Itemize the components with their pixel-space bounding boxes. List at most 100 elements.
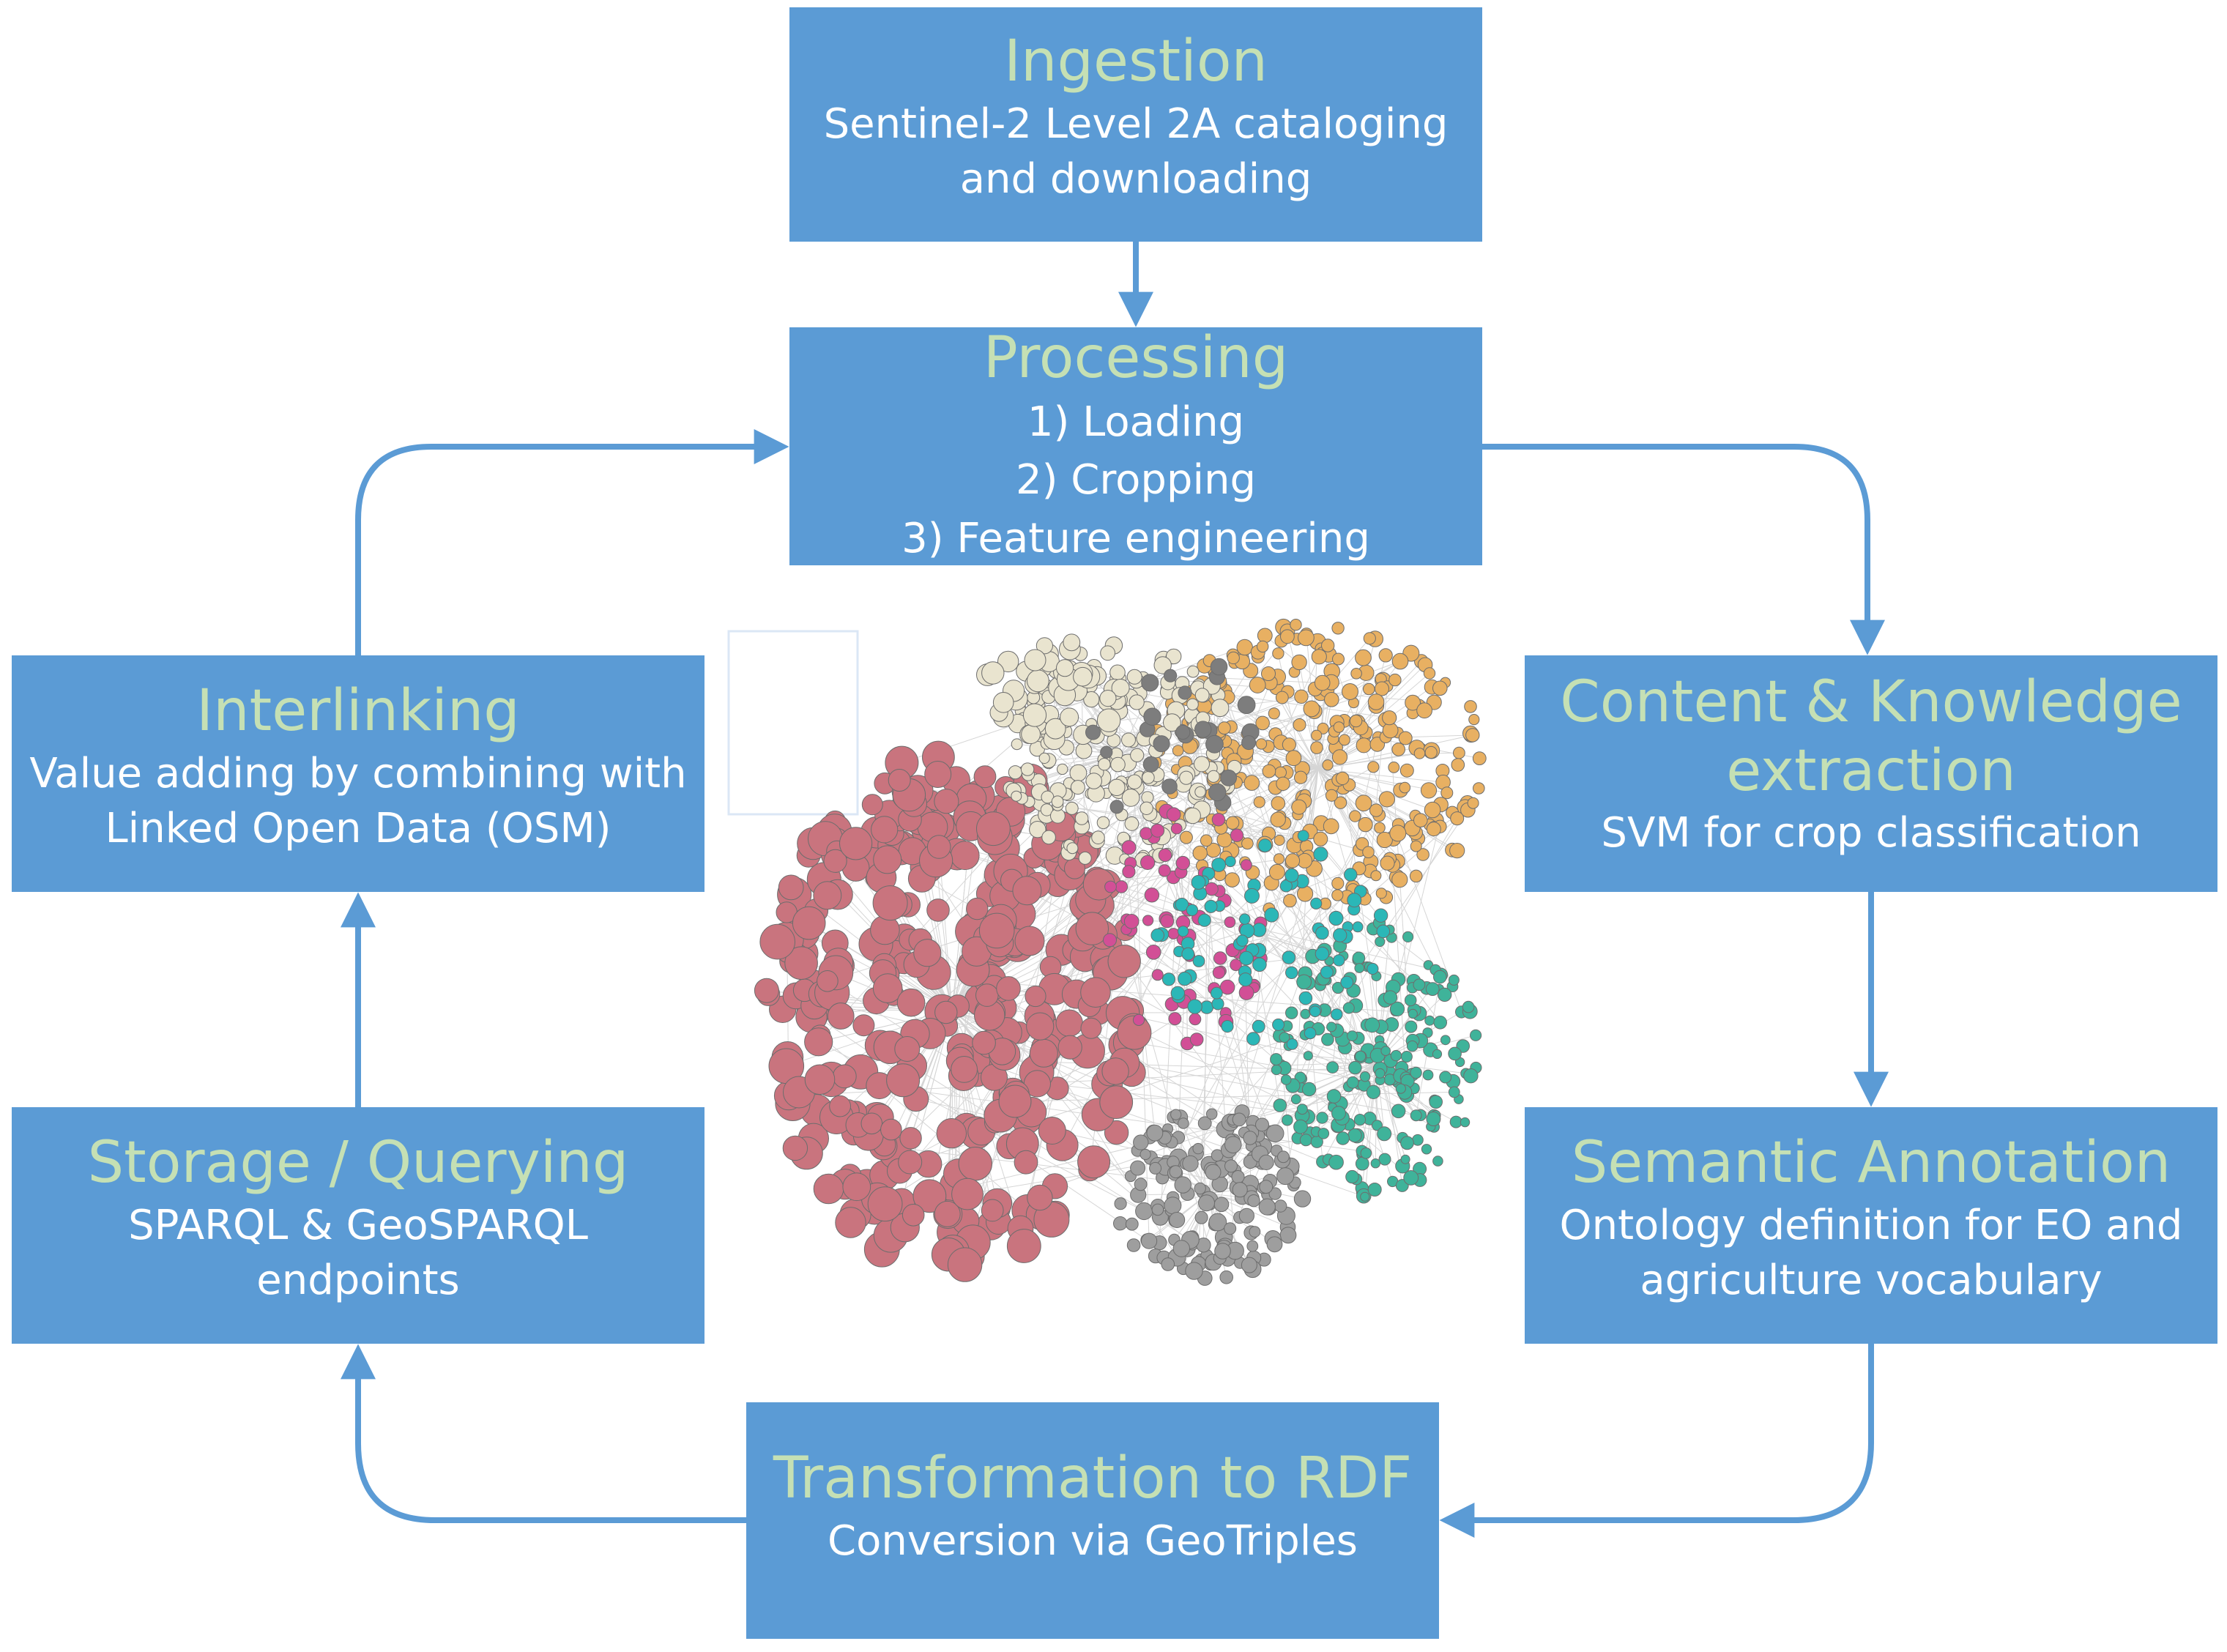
graph-node xyxy=(1208,783,1227,802)
graph-node xyxy=(936,1118,967,1149)
graph-node xyxy=(1078,851,1092,865)
graph-node xyxy=(1274,766,1287,779)
graph-node xyxy=(1066,842,1079,855)
graph-node xyxy=(1352,951,1366,965)
graph-node xyxy=(924,761,952,788)
graph-node xyxy=(1395,1083,1406,1094)
graph-node xyxy=(782,1135,808,1161)
graph-node xyxy=(1189,1032,1204,1046)
graph-node xyxy=(1142,915,1154,926)
graph-node xyxy=(1348,1060,1362,1075)
graph-node xyxy=(1075,742,1093,759)
graph-node xyxy=(951,1056,978,1083)
graph-node xyxy=(1410,1066,1422,1079)
graph-node xyxy=(1345,1169,1359,1184)
graph-node xyxy=(1164,669,1178,682)
graph-node xyxy=(1099,1085,1134,1119)
graph-node xyxy=(1258,1198,1276,1216)
graph-node xyxy=(1355,1156,1369,1171)
graph-node xyxy=(1109,664,1126,681)
graph-node xyxy=(1238,1208,1255,1224)
graph-node xyxy=(1153,735,1170,753)
content-line-1: SVM for crop classification xyxy=(1601,809,2141,857)
graph-node xyxy=(1225,816,1240,830)
graph-edge xyxy=(1309,768,1319,832)
graph-node xyxy=(1258,838,1272,852)
graph-node xyxy=(1347,893,1362,908)
graph-edge xyxy=(901,647,1245,764)
graph-node xyxy=(1303,700,1320,718)
graph-node xyxy=(1279,1032,1290,1043)
graph-node xyxy=(1184,807,1201,825)
graph-node xyxy=(1197,913,1211,927)
graph-node xyxy=(1238,972,1253,987)
graph-edge xyxy=(1124,736,1366,841)
graph-node xyxy=(1284,853,1301,868)
graph-node xyxy=(1211,699,1230,718)
graph-node xyxy=(1358,816,1373,833)
graph-edge xyxy=(1194,728,1255,1159)
graph-node xyxy=(1103,933,1117,948)
graph-node xyxy=(1274,835,1285,846)
graph-node xyxy=(1347,1128,1362,1143)
graph-node xyxy=(1424,1015,1435,1026)
graph-node xyxy=(1450,811,1465,826)
graph-node xyxy=(1378,1153,1391,1166)
graph-node xyxy=(1168,1012,1182,1026)
graph-node xyxy=(1014,926,1045,956)
graph-node xyxy=(1249,677,1266,693)
graph-node xyxy=(1353,1114,1367,1126)
graph-edge xyxy=(1308,983,1361,1057)
graph-node xyxy=(1410,840,1422,852)
graph-node xyxy=(1438,987,1452,1002)
graph-node xyxy=(1367,693,1385,710)
graph-node xyxy=(1270,811,1286,827)
graph-node xyxy=(1364,1017,1380,1033)
graph-node xyxy=(1099,690,1117,707)
transformation-line-1: Conversion via GeoTriples xyxy=(828,1517,1358,1565)
graph-node xyxy=(1404,994,1417,1007)
graph-edge xyxy=(1114,636,1288,856)
graph-node xyxy=(1363,632,1376,645)
graph-node xyxy=(1284,868,1299,883)
graph-node xyxy=(1451,758,1465,772)
graph-node xyxy=(951,1177,984,1210)
graph-node xyxy=(1271,1064,1282,1076)
graph-node xyxy=(1328,1154,1344,1170)
graph-node xyxy=(1150,928,1164,942)
graph-node xyxy=(1356,737,1372,754)
graph-node xyxy=(1376,924,1391,939)
graph-node xyxy=(1144,888,1160,903)
graph-node xyxy=(1360,1191,1370,1202)
network-graph-image xyxy=(754,618,1487,1286)
graph-node xyxy=(1232,1112,1246,1127)
graph-node xyxy=(1096,708,1121,732)
graph-node xyxy=(835,1207,866,1238)
graph-node xyxy=(1191,874,1206,890)
graph-node xyxy=(1237,696,1256,715)
graph-node xyxy=(1290,1094,1301,1105)
semantic-annotation-box: Semantic Annotation Ontology definition … xyxy=(1525,1107,2217,1344)
graph-node xyxy=(1083,691,1100,708)
graph-edge xyxy=(1069,814,1298,876)
graph-node xyxy=(880,1118,902,1141)
ingestion-box: Ingestion Sentinel-2 Level 2A cataloging… xyxy=(789,7,1482,242)
graph-node xyxy=(873,845,902,874)
graph-node xyxy=(1246,1032,1260,1046)
processing-title: Processing xyxy=(983,327,1289,391)
graph-node xyxy=(1239,913,1251,925)
graph-node xyxy=(1243,775,1260,791)
graph-node xyxy=(1336,1131,1350,1145)
graph-node xyxy=(1123,914,1139,929)
graph-node xyxy=(1378,791,1396,808)
graph-node xyxy=(1224,916,1236,929)
graph-node xyxy=(1227,651,1240,665)
processing-step-2: 2) Cropping xyxy=(1015,456,1257,505)
graph-node xyxy=(1178,1117,1189,1129)
content-knowledge-box: Content & Knowledge extraction SVM for c… xyxy=(1525,655,2217,892)
graph-node xyxy=(1100,645,1115,661)
graph-node xyxy=(1421,1144,1432,1155)
graph-node xyxy=(1398,731,1413,745)
graph-node xyxy=(1375,936,1386,948)
graph-node xyxy=(1161,1257,1175,1271)
